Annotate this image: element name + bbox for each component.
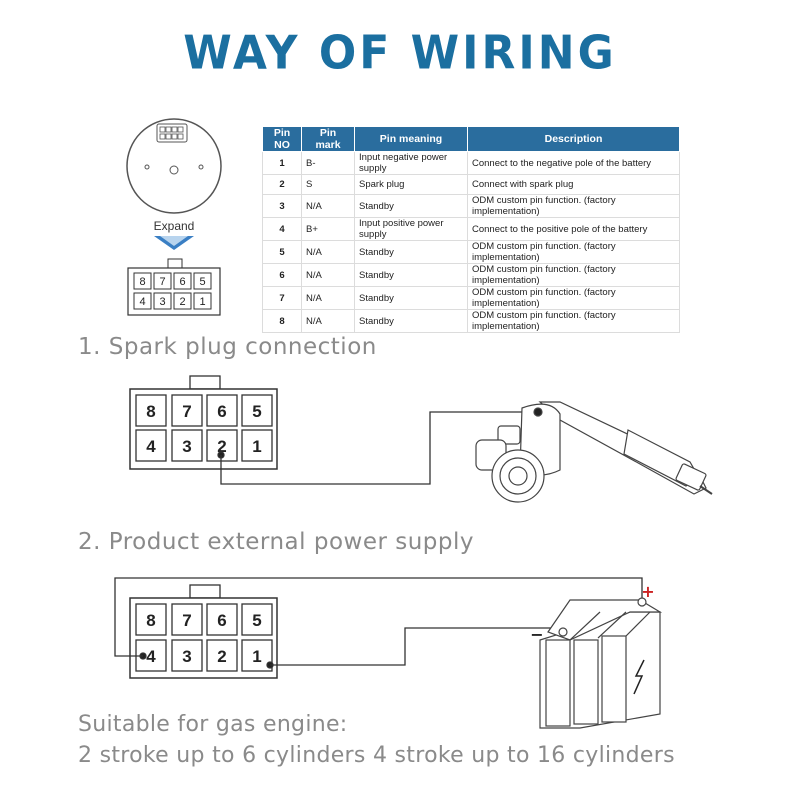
battery-minus-label: − <box>530 625 543 644</box>
page-title: WAY OF WIRING <box>183 26 617 81</box>
battery-plus-label: + <box>641 582 654 601</box>
svg-text:2: 2 <box>179 296 185 308</box>
section-spark-plug: 1. Spark plug connection <box>78 334 377 360</box>
svg-text:8: 8 <box>146 611 155 630</box>
gauge-device <box>126 118 222 214</box>
section-power-supply: 2. Product external power supply <box>78 529 475 555</box>
svg-text:2: 2 <box>217 647 226 666</box>
svg-text:7: 7 <box>159 276 165 288</box>
header-pin-mark: Pin mark <box>301 126 355 152</box>
pin-table: Pin NO Pin mark Pin meaning Description … <box>262 126 680 333</box>
svg-text:4: 4 <box>146 437 156 456</box>
pin-meaning-cell: Standby <box>354 194 468 218</box>
svg-text:3: 3 <box>182 647 191 666</box>
battery-icon <box>539 597 663 729</box>
pin-mark-cell: N/A <box>301 263 355 287</box>
svg-text:5: 5 <box>199 276 205 288</box>
pin-no-cell: 4 <box>262 217 302 241</box>
svg-text:6: 6 <box>217 611 226 630</box>
svg-text:4: 4 <box>139 296 145 308</box>
pin-meaning-cell: Standby <box>354 309 468 333</box>
pin-meaning-cell: Input positive power supply <box>354 217 468 241</box>
pin-description-cell: Connect with spark plug <box>467 174 680 195</box>
pin-description-cell: ODM custom pin function. (factory implem… <box>467 194 680 218</box>
svg-text:4: 4 <box>146 647 156 666</box>
svg-text:8: 8 <box>139 276 145 288</box>
pin-description-cell: ODM custom pin function. (factory implem… <box>467 240 680 264</box>
footer-line-2: 2 stroke up to 6 cylinders 4 stroke up t… <box>78 743 675 768</box>
pin-mark-cell: B+ <box>301 217 355 241</box>
pin-mark-cell: N/A <box>301 194 355 218</box>
svg-text:6: 6 <box>217 402 226 421</box>
footer-line-1: Suitable for gas engine: <box>78 712 348 737</box>
pin-description-cell: ODM custom pin function. (factory implem… <box>467 286 680 310</box>
header-pin-meaning: Pin meaning <box>354 126 468 152</box>
pin-mark-cell: N/A <box>301 309 355 333</box>
svg-text:3: 3 <box>182 437 191 456</box>
pin-description-cell: Connect to the positive pole of the batt… <box>467 217 680 241</box>
pin-description-cell: ODM custom pin function. (factory implem… <box>467 309 680 333</box>
svg-text:5: 5 <box>252 611 261 630</box>
pin-no-cell: 6 <box>262 263 302 287</box>
pin-meaning-cell: Standby <box>354 286 468 310</box>
pin-meaning-cell: Input negative power supply <box>354 151 468 175</box>
pin-mark-cell: S <box>301 174 355 195</box>
svg-text:5: 5 <box>252 402 261 421</box>
header-description: Description <box>467 126 680 152</box>
pin-meaning-cell: Standby <box>354 263 468 287</box>
pin-meaning-cell: Standby <box>354 240 468 264</box>
pin-no-cell: 1 <box>262 151 302 175</box>
connector-spark: 8 7 6 5 4 3 2 1 <box>129 375 278 470</box>
svg-text:2: 2 <box>217 437 226 456</box>
pin-no-cell: 8 <box>262 309 302 333</box>
svg-text:8: 8 <box>146 402 155 421</box>
pin-mark-cell: B- <box>301 151 355 175</box>
svg-text:7: 7 <box>182 402 191 421</box>
pin-no-cell: 7 <box>262 286 302 310</box>
svg-text:6: 6 <box>179 276 185 288</box>
svg-text:1: 1 <box>199 296 205 308</box>
pin-description-cell: Connect to the negative pole of the batt… <box>467 151 680 175</box>
pin-meaning-cell: Spark plug <box>354 174 468 195</box>
spark-plug-coil-icon <box>475 401 713 503</box>
expand-label: Expand <box>154 219 195 233</box>
svg-text:1: 1 <box>252 647 261 666</box>
pin-table-header: Pin NO Pin mark Pin meaning Description <box>262 126 680 152</box>
pin-mark-cell: N/A <box>301 240 355 264</box>
svg-text:7: 7 <box>182 611 191 630</box>
spark-wire <box>217 411 538 485</box>
connector-power: 8 7 6 5 4 3 2 1 <box>129 584 278 679</box>
pin-description-cell: ODM custom pin function. (factory implem… <box>467 263 680 287</box>
header-pin-no: Pin NO <box>262 126 302 152</box>
pin-mark-cell: N/A <box>301 286 355 310</box>
connector-small: 8 7 6 5 4 3 2 1 <box>127 258 221 316</box>
pin-no-cell: 2 <box>262 174 302 195</box>
pin-no-cell: 5 <box>262 240 302 264</box>
svg-text:3: 3 <box>159 296 165 308</box>
svg-text:1: 1 <box>252 437 261 456</box>
pin-no-cell: 3 <box>262 194 302 218</box>
